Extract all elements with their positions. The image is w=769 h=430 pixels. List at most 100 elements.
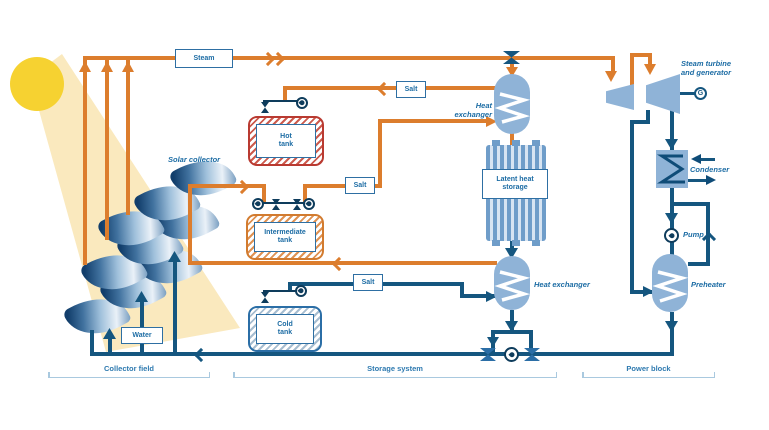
tank-header-pipe	[263, 290, 303, 292]
cold-salt-pipe	[460, 282, 464, 298]
arrow-down-icon	[506, 67, 518, 77]
crossover-pipe	[630, 53, 652, 57]
pump-icon	[664, 228, 679, 243]
condenser	[656, 150, 688, 188]
salt-supply-pipe	[303, 184, 382, 188]
tank-header-pipe	[263, 100, 305, 102]
water-text: Water	[132, 331, 152, 339]
preheater-label: Preheater	[691, 280, 726, 289]
condensate-pipe	[510, 132, 514, 147]
hot-tank-text: Hot tank	[278, 132, 294, 148]
salt-text: Salt	[361, 278, 375, 286]
water-main-pipe	[90, 352, 672, 356]
arrow-up-icon	[101, 61, 113, 72]
water-riser-pipe	[140, 298, 144, 354]
salt-label-box: Salt	[345, 177, 375, 194]
cooling-in-pipe	[700, 158, 715, 161]
lower-heat-exchanger	[494, 256, 531, 310]
arrow-right-icon	[643, 286, 654, 297]
solar-collector-label: Solar collector	[168, 155, 221, 164]
coil-icon	[652, 270, 689, 303]
pump-icon	[504, 347, 519, 362]
generator-letter: G	[697, 90, 704, 97]
warm-salt-pipe	[188, 184, 192, 265]
intermediate-tank: Intermediate tank	[246, 214, 324, 260]
tank-header-pipe	[256, 202, 308, 204]
flow-chevron-icon	[234, 179, 250, 195]
cold-tank-label: Cold tank	[256, 314, 314, 344]
arrow-right-icon	[486, 291, 497, 302]
arrow-down-icon	[605, 71, 617, 82]
pump-icon	[303, 198, 315, 210]
pump-label: Pump	[683, 230, 704, 239]
storage-fin	[492, 240, 500, 246]
flow-chevron-icon	[701, 231, 717, 247]
salt-label-box: Salt	[353, 274, 383, 291]
cold-tank-text: Cold tank	[277, 320, 293, 336]
storage-fin	[512, 140, 520, 146]
arrow-up-icon	[122, 61, 134, 72]
crossover-pipe	[630, 53, 634, 85]
arrow-left-icon	[691, 154, 701, 164]
feedwater-pipe	[491, 330, 533, 334]
storage-fin	[532, 240, 540, 246]
valve-icon	[261, 102, 269, 113]
arrow-up-icon	[79, 61, 91, 72]
feedwater-pipe	[670, 312, 674, 356]
arrow-right-icon	[706, 175, 716, 185]
flow-chevron-icon	[193, 347, 209, 363]
warm-salt-pipe	[262, 188, 266, 204]
extraction-pipe	[630, 120, 634, 294]
salt-supply-pipe	[378, 119, 488, 123]
arrow-down-icon	[487, 337, 499, 347]
generator-shaft	[680, 92, 697, 95]
salt-text: Salt	[353, 181, 367, 189]
steam-turbine-label: Steam turbine and generator	[681, 59, 732, 77]
recirculation-pipe	[688, 262, 710, 266]
cooling-out-pipe	[688, 179, 708, 182]
latent-heat-storage-label: Latent heat storage	[482, 169, 548, 199]
steam-riser-pipe	[105, 60, 109, 240]
salt-label-box: Salt	[396, 81, 426, 98]
cooling-coil-icon	[656, 154, 685, 184]
arrow-up-icon	[168, 251, 181, 262]
arrow-down-icon	[665, 321, 678, 332]
heat-exchanger-upper-label: Heat exchanger	[454, 101, 492, 119]
arrow-down-icon	[665, 139, 678, 150]
latent-heat-storage-text: Latent heat storage	[496, 176, 534, 191]
crossover-pipe	[648, 53, 652, 66]
steam-riser-pipe	[126, 60, 130, 215]
salt-text: Salt	[404, 85, 418, 93]
hot-salt-pipe	[283, 86, 287, 102]
arrow-up-icon	[103, 328, 116, 339]
steam-branch-pipe	[510, 58, 514, 72]
collector-field-label: Collector field	[103, 364, 154, 373]
hot-tank-label: Hot tank	[256, 124, 316, 158]
warm-salt-pipe	[188, 261, 497, 265]
generator-icon: G	[694, 87, 707, 100]
storage-system-label: Storage system	[367, 364, 423, 373]
storage-system-bracket	[233, 372, 557, 384]
coil-icon	[494, 92, 531, 124]
arrow-down-icon	[665, 213, 678, 224]
arrow-right-icon	[486, 116, 497, 127]
water-riser-pipe	[108, 334, 112, 354]
intermediate-tank-label: Intermediate tank	[254, 222, 316, 252]
condenser-label: Condenser	[690, 165, 730, 174]
valve-icon	[272, 199, 280, 210]
water-main-pipe	[90, 330, 94, 356]
valve-icon	[261, 292, 269, 303]
valve-icon	[293, 199, 301, 210]
recirculation-pipe	[706, 202, 710, 266]
steam-label-box: Steam	[175, 49, 233, 68]
coil-icon	[494, 270, 531, 302]
storage-fin	[492, 140, 500, 146]
extraction-pipe	[646, 110, 650, 124]
feedwater-pipe	[529, 330, 533, 352]
pump-icon	[252, 198, 264, 210]
intermediate-tank-text: Intermediate tank	[264, 228, 306, 244]
flow-chevron-icon	[331, 256, 347, 272]
sun-icon	[10, 57, 64, 111]
arrow-up-icon	[135, 291, 148, 302]
